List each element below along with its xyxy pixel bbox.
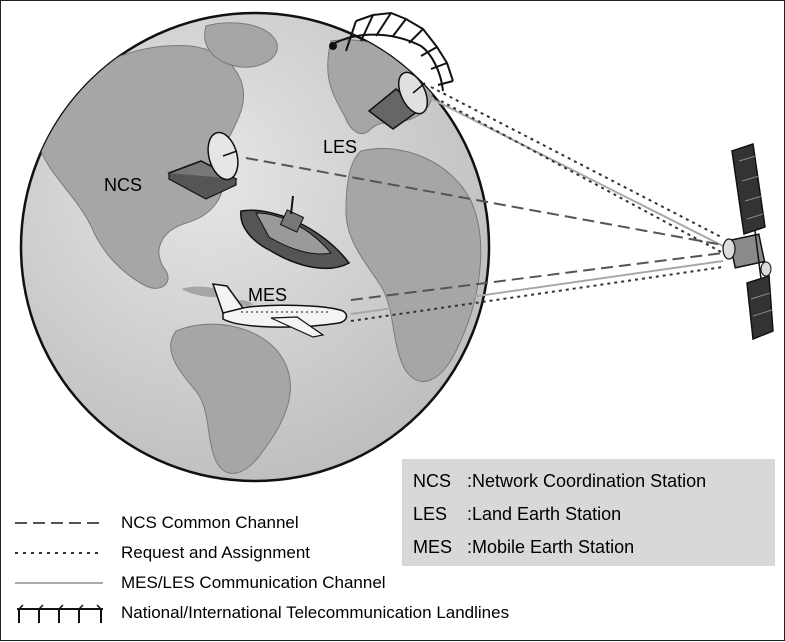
abbreviation-row: NCS :Network Coordination Station xyxy=(413,471,706,492)
mes-les-channel-line-les xyxy=(425,95,724,247)
ncs-antenna-icon xyxy=(167,131,239,200)
abbreviation-key: NCS xyxy=(413,471,452,491)
legend-label: MES/LES Communication Channel xyxy=(121,573,386,592)
mes-les-channel-line-mes xyxy=(350,260,724,315)
abbreviation-row: MES :Mobile Earth Station xyxy=(413,537,634,558)
airplane-icon xyxy=(211,283,348,338)
ncs-label: NCS xyxy=(104,175,142,195)
legend-label: NCS Common Channel xyxy=(121,513,299,532)
legend-item-request-and-assignment: Request and Assignment xyxy=(15,541,310,565)
abbreviation-value: :Network Coordination Station xyxy=(467,471,707,491)
mes-label: MES xyxy=(248,285,287,305)
request-line-les-b xyxy=(440,100,724,254)
landline-towers xyxy=(329,11,454,92)
legend-item-mes-les-communication-channel: MES/LES Communication Channel xyxy=(15,571,386,595)
abbreviation-box: NCS :Network Coordination Station LES :Lan… xyxy=(402,459,775,566)
legend-label: Request and Assignment xyxy=(121,543,311,562)
abbreviation-key: MES xyxy=(413,537,453,557)
les-label: LES xyxy=(323,137,357,157)
ncs-channel-line-ncs xyxy=(245,157,724,246)
satellite-icon xyxy=(722,143,774,341)
legend-item-ncs-common-channel: NCS Common Channel xyxy=(15,511,299,535)
abbreviation-row: LES :Land Earth Station xyxy=(413,504,621,525)
abbreviation-value: :Land Earth Station xyxy=(467,504,622,524)
abbreviation-key: LES xyxy=(413,504,448,524)
continents xyxy=(40,22,482,474)
request-line-les-a xyxy=(430,86,724,239)
les-antenna-icon xyxy=(367,71,429,130)
long-dash-line-icon xyxy=(15,522,103,524)
signal-lines xyxy=(245,86,724,322)
short-dash-line-icon xyxy=(15,552,103,554)
legend-item-telecommunication-landlines: National/International Telecommunication… xyxy=(15,601,509,625)
ship-icon xyxy=(240,195,351,270)
abbreviation-value: :Mobile Earth Station xyxy=(467,537,635,557)
solid-line-icon xyxy=(15,582,103,584)
legend-label: National/International Telecommunication… xyxy=(121,603,510,622)
globe xyxy=(19,11,491,483)
landline-icon xyxy=(17,604,103,623)
ncs-channel-line-mes xyxy=(350,252,724,301)
